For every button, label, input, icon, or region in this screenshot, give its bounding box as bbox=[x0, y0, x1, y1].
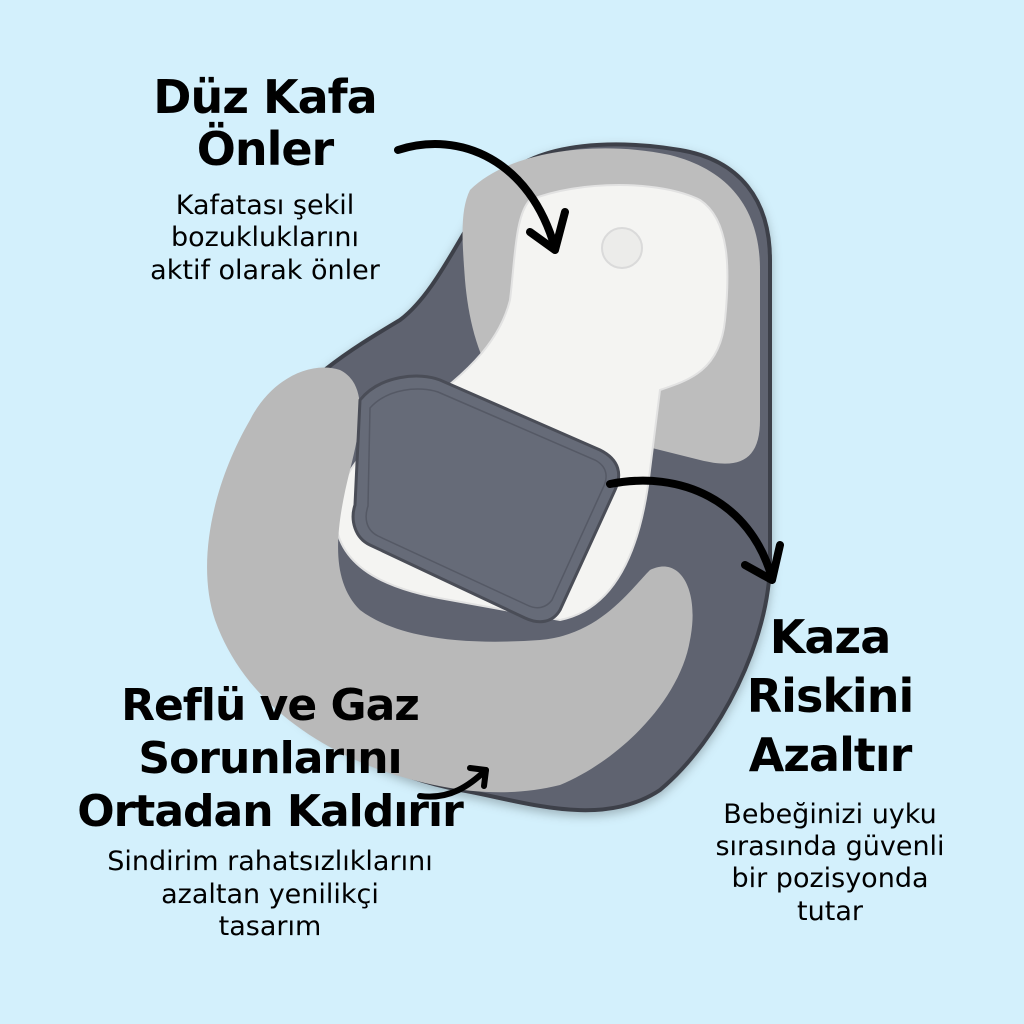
feature-title: Reflü ve Gaz Sorunlarını Ortadan Kaldırı… bbox=[77, 680, 464, 837]
arrow-to-side-bolster-icon bbox=[417, 767, 489, 800]
feature-title: Düz Kafa Önler bbox=[153, 70, 377, 176]
feature-title: Kaza Riskini Azaltır bbox=[746, 610, 914, 782]
feature-description: Kafatası şekil bozukluklarını aktif olar… bbox=[150, 189, 380, 286]
feature-reflux-gas: Reflü ve Gaz Sorunlarını Ortadan Kaldırı… bbox=[30, 680, 510, 944]
feature-description: Bebeğinizi uyku sırasında güvenli bir po… bbox=[715, 798, 945, 927]
arrow-from-strap-icon bbox=[606, 476, 776, 582]
strap-stitching bbox=[365, 388, 607, 609]
feature-description: Sindirim rahatsızlıklarını azaltan yenil… bbox=[107, 846, 433, 943]
head-dimple bbox=[601, 227, 643, 269]
strap bbox=[351, 374, 621, 624]
feature-accident-risk: Kaza Riskini Azaltır Bebeğinizi uyku sır… bbox=[680, 608, 980, 928]
arrow-to-head-area-icon bbox=[394, 140, 559, 252]
bolster-shape bbox=[207, 367, 693, 793]
feature-flat-head: Düz Kafa Önler Kafatası şekil bozuklukla… bbox=[110, 70, 420, 287]
